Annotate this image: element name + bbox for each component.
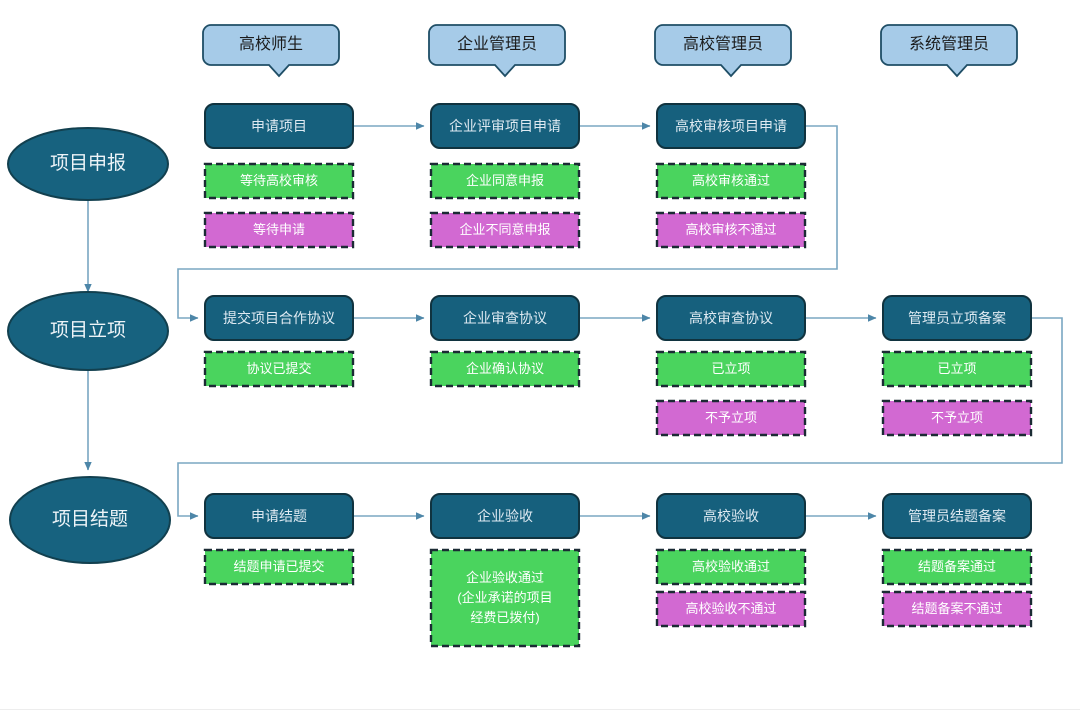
connector-lines <box>84 122 1063 520</box>
row-2-shapes <box>203 295 1033 437</box>
status-chip-r1c2s0[interactable] <box>429 162 581 200</box>
action-box-r3c1[interactable] <box>204 493 354 539</box>
connector-r1c3-r2c1 <box>177 125 838 322</box>
status-chip-r1c2s1[interactable] <box>429 211 581 249</box>
status-chip-r1c1s0[interactable] <box>203 162 355 200</box>
action-box-r3c4[interactable] <box>882 493 1032 539</box>
status-chip-r2c3s1[interactable] <box>655 399 807 437</box>
role-callout-shape-3[interactable] <box>880 24 1018 78</box>
action-box-r2c3[interactable] <box>656 295 806 341</box>
role-callout-shape-1[interactable] <box>428 24 566 78</box>
role-callouts <box>202 24 1018 78</box>
row-1-shapes <box>203 103 807 249</box>
stage-ellipse-1[interactable] <box>7 291 169 371</box>
status-chip-r3c4s0[interactable] <box>881 548 1033 586</box>
role-callout-shape-2[interactable] <box>654 24 792 78</box>
action-box-r2c4[interactable] <box>882 295 1032 341</box>
status-chip-r3c3s1[interactable] <box>655 590 807 628</box>
status-chip-r2c4s1[interactable] <box>881 399 1033 437</box>
row-3-shapes <box>203 493 1033 648</box>
status-chip-r3c3s0[interactable] <box>655 548 807 586</box>
status-chip-r2c4s0[interactable] <box>881 350 1033 388</box>
stage-ellipses <box>7 127 171 564</box>
status-chip-r3c1s0[interactable] <box>203 548 355 586</box>
action-box-r1c2[interactable] <box>430 103 580 149</box>
status-chip-r2c3s0[interactable] <box>655 350 807 388</box>
status-chip-r2c2s0[interactable] <box>429 350 581 388</box>
action-box-r3c2[interactable] <box>430 493 580 539</box>
status-chip-r1c1s1[interactable] <box>203 211 355 249</box>
status-chip-r1c3s0[interactable] <box>655 162 807 200</box>
stage-ellipse-2[interactable] <box>9 476 171 564</box>
action-box-r2c2[interactable] <box>430 295 580 341</box>
connector-r2c4-r3c1 <box>177 317 1063 520</box>
role-callout-shape-0[interactable] <box>202 24 340 78</box>
status-chip-r1c3s1[interactable] <box>655 211 807 249</box>
action-box-r2c1[interactable] <box>204 295 354 341</box>
action-box-r1c3[interactable] <box>656 103 806 149</box>
action-box-r1c1[interactable] <box>204 103 354 149</box>
status-chip-r3c2s0[interactable] <box>429 548 581 648</box>
stage-ellipse-0[interactable] <box>7 127 169 201</box>
status-chip-r2c1s0[interactable] <box>203 350 355 388</box>
action-box-r3c3[interactable] <box>656 493 806 539</box>
status-chip-r3c4s1[interactable] <box>881 590 1033 628</box>
